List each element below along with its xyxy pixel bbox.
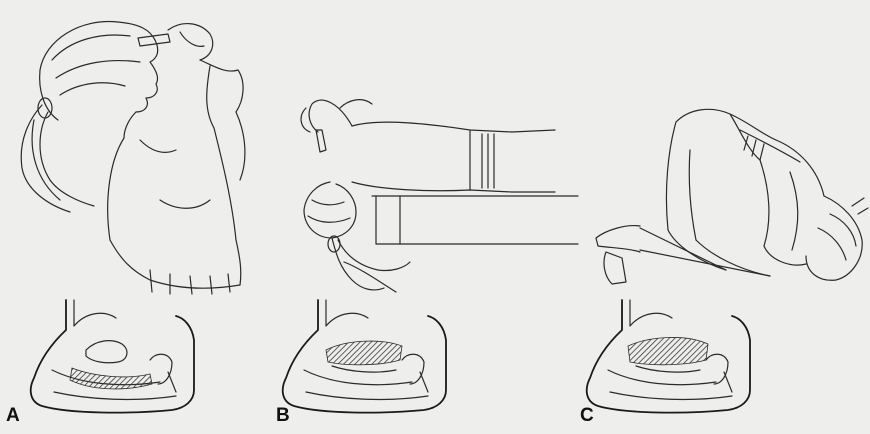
nasal-cross-section-b xyxy=(283,300,446,413)
nasal-cross-section-a xyxy=(31,300,194,413)
medication-coverage-b xyxy=(326,341,402,365)
panel-label-a: A xyxy=(6,406,20,425)
panel-a-person-seated-head-tilted-back xyxy=(21,22,245,294)
medication-coverage-a xyxy=(70,368,152,389)
panel-b-person-lying-head-over-edge xyxy=(301,100,578,292)
nasal-cross-section-c xyxy=(587,300,750,413)
panel-label-b: B xyxy=(276,406,290,425)
panel-label-c: C xyxy=(580,406,594,425)
medication-coverage-c xyxy=(628,337,708,364)
panel-c-person-kneeling-head-down xyxy=(596,109,868,284)
